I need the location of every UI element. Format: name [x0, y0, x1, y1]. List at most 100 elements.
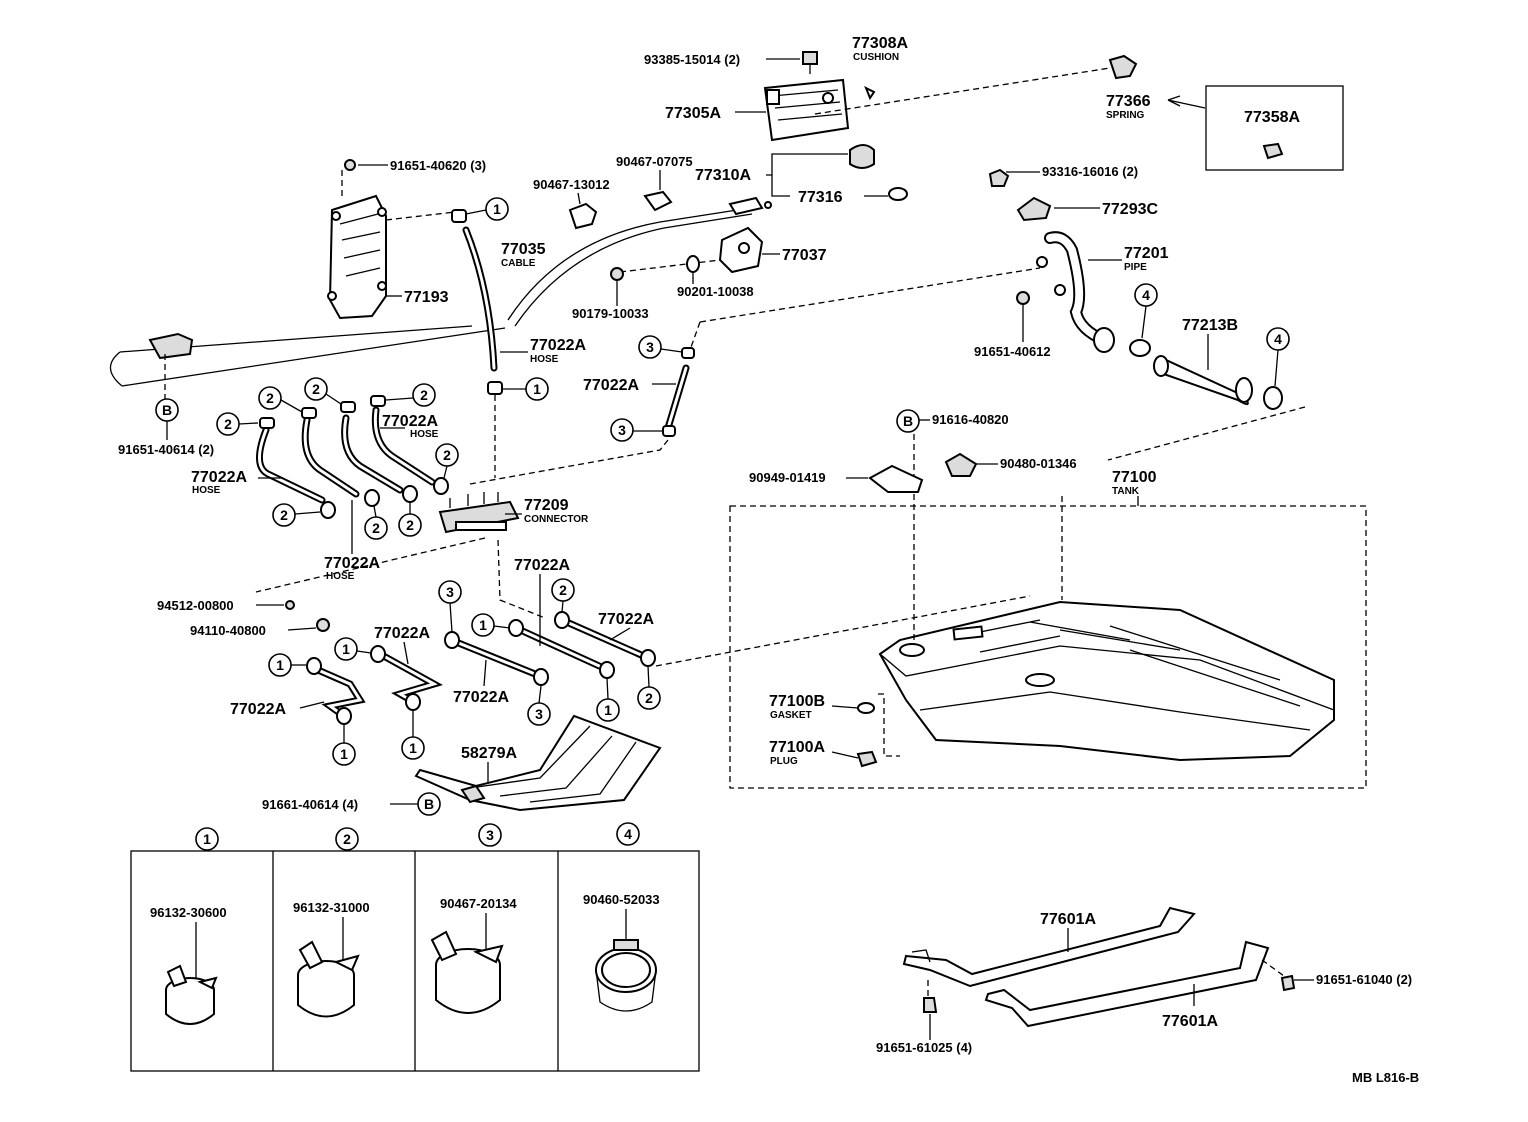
callout-2-f: [272, 503, 296, 527]
bolt-91651-61040: [1280, 974, 1296, 992]
box-77358A: [1205, 85, 1344, 171]
label-77022A-10: 77022A: [230, 701, 286, 718]
label-91651-40612: 91651-40612: [974, 344, 1051, 359]
washer-94110: [316, 618, 330, 632]
svg-text:4: 4: [1142, 287, 1150, 303]
opener-cable: [507, 190, 772, 327]
svg-text:2: 2: [420, 387, 428, 403]
connector-77209[interactable]: [438, 492, 520, 534]
label-77022A-7: 77022A: [374, 625, 430, 642]
label-91651-40614: 91651-40614 (2): [118, 442, 214, 457]
svg-text:3: 3: [618, 422, 626, 438]
nut-94512: [285, 600, 295, 610]
label-90467-13012: 90467-13012: [533, 177, 610, 192]
label-90201: 90201-10038: [677, 284, 754, 299]
label-77100: 77100: [1112, 469, 1157, 486]
clamp-4-a: [1129, 339, 1151, 357]
label-77209: 77209: [524, 497, 569, 514]
filler-pipe-77201[interactable]: [1036, 231, 1115, 353]
label-77213B: 77213B: [1182, 317, 1238, 334]
clamp-90467-20134: [430, 930, 504, 1014]
filler-housing-77193[interactable]: [328, 194, 387, 320]
grommet-90179: [610, 267, 624, 281]
label-90467-07075: 90467-07075: [616, 154, 693, 169]
bolt-91651-61025: [923, 997, 938, 1013]
svg-text:1: 1: [203, 831, 211, 847]
label-77308A: 77308A: [852, 35, 908, 52]
label-58279A: 58279A: [461, 745, 517, 762]
svg-text:1: 1: [340, 746, 348, 762]
label-77316: 77316: [798, 189, 843, 206]
clamp-90467-13012: [568, 202, 598, 230]
label-77310A: 77310A: [695, 167, 751, 184]
legend-part-1: 96132-30600: [150, 905, 227, 920]
clamp-96132-31000: [297, 940, 360, 1018]
label-77022A-4: 77022A: [382, 413, 438, 430]
callout-2-c: [304, 377, 328, 401]
plug-77100A: [856, 750, 878, 768]
label-77022A-8: 77022A: [598, 611, 654, 628]
label-77022A-3: 77022A: [583, 377, 639, 394]
label-91651-61040: 91651-61040 (2): [1316, 972, 1412, 987]
legend-callout-3: [478, 823, 502, 847]
callout-1-d: [334, 637, 358, 661]
clamp-legend: 1 2 3 4 96132-30600 96132-31000 90467-20…: [130, 822, 700, 1072]
callout-1-e: [471, 613, 495, 637]
svg-text:1: 1: [493, 201, 501, 217]
label-91616: 91616-40820: [932, 412, 1009, 427]
label-93316: 93316-16016 (2): [1042, 164, 1138, 179]
label-77100A: 77100A: [769, 739, 825, 756]
clamp-90460-52033: [595, 939, 657, 1012]
svg-text:2: 2: [443, 447, 451, 463]
svg-text:2: 2: [312, 381, 320, 397]
callout-2-b: [258, 386, 282, 410]
vertical-hose: [451, 209, 503, 478]
label-gasket: GASKET: [770, 710, 812, 721]
tank-band-77601A-b[interactable]: [984, 940, 1270, 1028]
svg-text:B: B: [162, 402, 172, 418]
label-hose-6: HOSE: [326, 571, 355, 582]
spring-77366: [1108, 54, 1138, 80]
legend-callout-1: [195, 827, 219, 851]
screw-93316: [988, 168, 1010, 187]
svg-text:1: 1: [604, 702, 612, 718]
svg-text:2: 2: [559, 582, 567, 598]
svg-text:4: 4: [624, 826, 632, 842]
label-94512: 94512-00800: [157, 598, 234, 613]
tank-band-77601A-a[interactable]: [902, 906, 1196, 988]
hose-group-2: [256, 395, 449, 519]
filler-housing-group: [327, 159, 456, 320]
callout-3-b: [610, 418, 634, 442]
screw-91651-40612: [1016, 291, 1030, 305]
rod-bracket: [148, 332, 194, 360]
label-77305A: 77305A: [665, 105, 721, 122]
protector-58279A[interactable]: [414, 714, 662, 812]
label-77293C: 77293C: [1102, 201, 1158, 218]
legend-part-4: 90460-52033: [583, 892, 660, 907]
callout-b-right: [896, 409, 920, 433]
label-90179: 90179-10033: [572, 306, 649, 321]
grommet-77293C[interactable]: [1016, 196, 1052, 222]
filler-hose-77213B[interactable]: [1153, 355, 1253, 406]
label-77022A-9: 77022A: [453, 689, 509, 706]
callout-2-d: [412, 383, 436, 407]
label-93385: 93385-15014 (2): [644, 52, 740, 67]
label-77022A-1: 77022A: [530, 337, 586, 354]
nut-90201: [686, 255, 700, 273]
svg-text:2: 2: [224, 416, 232, 432]
svg-text:2: 2: [645, 690, 653, 706]
label-77022A-6: 77022A: [324, 555, 380, 572]
hose-group-bottom: [306, 611, 656, 725]
cap-77310A[interactable]: [849, 144, 875, 169]
gasket-77100B: [857, 702, 875, 714]
label-hose-5: HOSE: [192, 485, 221, 496]
label-91651-61025: 91651-61025 (4): [876, 1040, 972, 1055]
clip-77358A: [1262, 142, 1284, 160]
label-94110: 94110-40800: [190, 623, 266, 638]
fuel-tank-77100[interactable]: [878, 600, 1335, 762]
svg-text:2: 2: [280, 507, 288, 523]
label-77201: 77201: [1124, 245, 1169, 262]
label-77100B: 77100B: [769, 693, 825, 710]
hose-77022A-3: [662, 347, 695, 437]
label-77366: 77366: [1106, 93, 1151, 110]
